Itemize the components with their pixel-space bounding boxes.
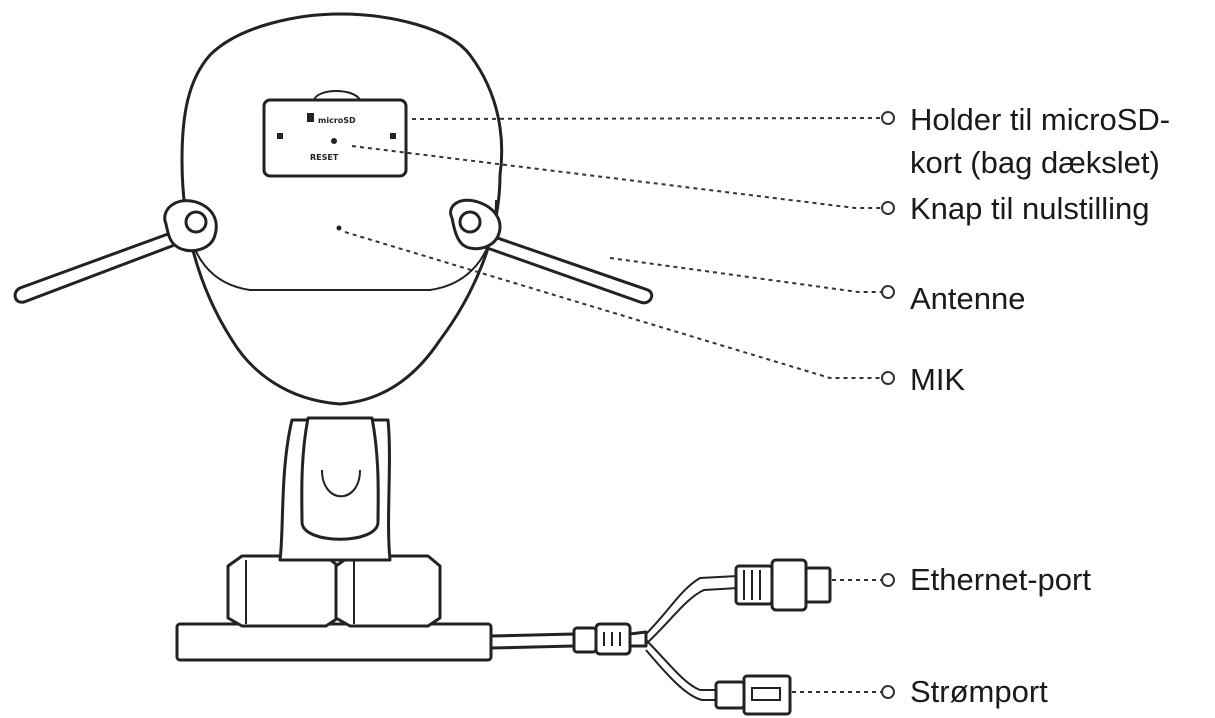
label-antenna: Antenne xyxy=(910,281,1026,316)
camera-body: microSD RESET xyxy=(180,12,504,406)
label-reset-button: Knap til nulstilling xyxy=(910,191,1150,226)
label-power-port: Strømport xyxy=(910,674,1048,709)
right-antenna xyxy=(449,198,654,305)
mount-arm xyxy=(278,416,392,562)
mount-base-plate xyxy=(175,622,493,662)
reset-marking: RESET xyxy=(310,153,339,162)
label-ethernet-port: Ethernet-port xyxy=(910,562,1091,597)
label-microsd-holder-line1: Holder til microSD- xyxy=(910,102,1171,137)
mount-nut xyxy=(226,554,442,628)
mic-hole xyxy=(336,225,342,231)
leader-lines xyxy=(344,111,895,699)
label-microsd-holder-line2: kort (bag dækslet) xyxy=(910,145,1160,180)
cable-assembly xyxy=(489,558,832,716)
ethernet-connector xyxy=(734,564,774,606)
power-connector xyxy=(714,680,746,710)
label-mic: MIK xyxy=(910,362,966,397)
left-antenna xyxy=(13,199,218,304)
sd-slot-marking: microSD xyxy=(318,116,356,125)
